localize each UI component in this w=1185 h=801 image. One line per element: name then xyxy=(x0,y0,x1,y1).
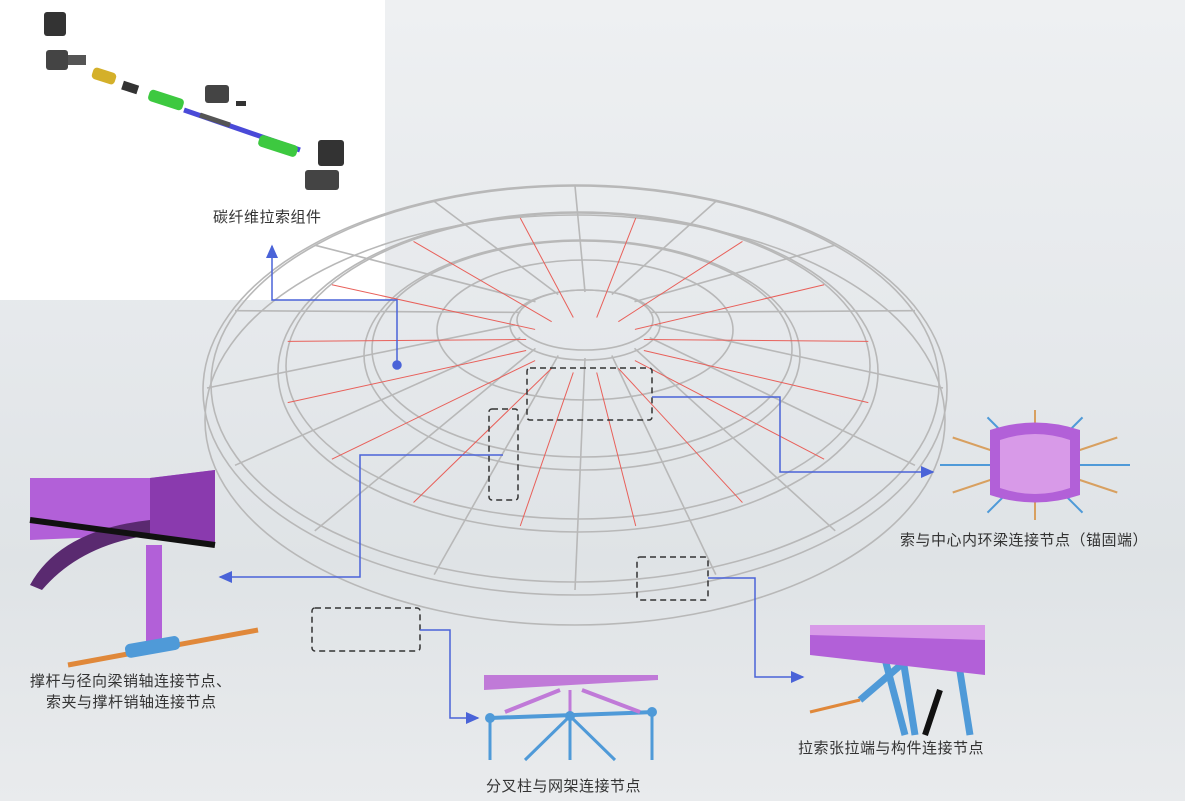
cable-line xyxy=(287,349,527,404)
marker-inner-ring xyxy=(526,367,653,421)
tension-end-node-illustration xyxy=(809,625,985,736)
radial-beam xyxy=(314,347,537,532)
cable-line xyxy=(634,360,825,460)
strut-node-illustration xyxy=(29,470,259,668)
roof-structure xyxy=(202,184,948,626)
marker-tension-end xyxy=(636,556,709,601)
radial-beam xyxy=(654,324,944,389)
radial-beam xyxy=(611,200,717,296)
cable-line xyxy=(596,217,637,318)
radial-beam xyxy=(234,336,521,467)
cable-line xyxy=(413,367,553,503)
radial-beam xyxy=(649,309,915,314)
radial-beam xyxy=(611,355,717,575)
radial-beam xyxy=(574,185,586,293)
radial-beam xyxy=(633,347,836,532)
cable-line xyxy=(413,241,552,323)
radial-beam xyxy=(235,309,521,314)
radial-beam xyxy=(433,200,559,296)
cable-line xyxy=(634,284,825,330)
cable-line xyxy=(331,360,536,460)
cable-line xyxy=(643,349,869,404)
cable-line xyxy=(519,217,574,318)
detail-markers xyxy=(311,367,709,652)
radial-beam xyxy=(206,324,516,389)
radial-beam xyxy=(649,336,916,467)
cable-line xyxy=(617,367,743,503)
cable-line xyxy=(643,339,869,342)
cable-line xyxy=(618,241,743,323)
cable-assembly-illustration xyxy=(44,12,344,190)
fork-column-node-illustration xyxy=(484,675,658,762)
cable-line xyxy=(287,339,527,342)
marker-fork-column xyxy=(311,607,421,652)
cable-line xyxy=(596,372,637,527)
radial-beam xyxy=(574,357,586,591)
label-cable-assembly: 碳纤维拉索组件 xyxy=(213,208,322,226)
inner-ring-node-illustration xyxy=(940,410,1130,520)
label-strut-node-line1: 撑杆与径向梁销轴连接节点、 xyxy=(30,672,232,690)
cable-line xyxy=(331,284,536,330)
cable-line xyxy=(519,372,574,527)
callout-arrows xyxy=(218,244,935,724)
radial-beam xyxy=(433,355,559,576)
radial-beam xyxy=(634,244,836,303)
label-tension-end-node: 拉索张拉端与构件连接节点 xyxy=(798,739,985,757)
label-fork-column-node: 分叉柱与网架连接节点 xyxy=(486,777,642,795)
label-strut-node-line2: 索夹与撑杆销轴连接节点 xyxy=(46,693,217,711)
label-inner-ring-node: 索与中心内环梁连接节点（锚固端） xyxy=(900,531,1149,549)
radial-beam xyxy=(314,244,536,303)
marker-strut xyxy=(488,408,519,501)
